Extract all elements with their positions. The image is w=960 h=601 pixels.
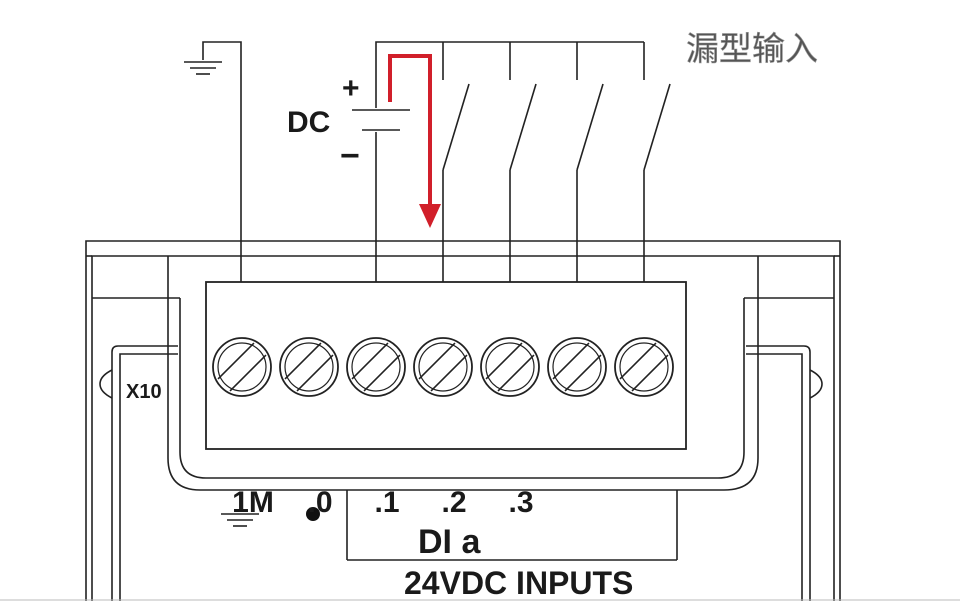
ground-symbol-top-icon [184, 41, 242, 282]
screw-terminal-t5-icon [547, 337, 607, 397]
terminal-label-t3: .2 [441, 486, 466, 519]
module-housing [85, 240, 841, 601]
terminal-labels: 1M .0 .1 .2 .3 [232, 486, 533, 519]
switch-input-1-icon [509, 42, 537, 282]
dc-plus-sign: + [342, 72, 360, 105]
terminal-label-t2: .1 [374, 486, 399, 519]
wire-common-bus [375, 41, 644, 108]
screw-terminal-t3-icon [413, 337, 473, 397]
terminal-label-t0: 1M [232, 486, 274, 519]
screw-terminals [212, 337, 674, 397]
terminal-label-t4: .3 [508, 486, 533, 519]
dc-minus-sign: − [340, 137, 360, 175]
switch-input-2-icon [576, 42, 604, 282]
diagram-caption: 漏型输入 [686, 29, 818, 68]
module-inputs-label: 24VDC INPUTS [404, 565, 633, 601]
wiring [375, 41, 671, 282]
screw-terminal-t6-icon [614, 337, 674, 397]
current-flow-arrow-icon [388, 54, 441, 228]
screw-terminal-t2-icon [346, 337, 406, 397]
switch-input-3-icon [643, 42, 671, 282]
ground-symbol-bottom-icon [221, 493, 259, 527]
dc-supply-symbol-icon [352, 109, 410, 131]
dc-label: DC [287, 106, 330, 139]
module-group-label: DI a [418, 523, 481, 561]
screw-terminal-t1-icon [279, 337, 339, 397]
connector-id-label: X10 [126, 381, 162, 403]
switch-input-0-icon [442, 42, 470, 282]
status-dot-icon [306, 507, 320, 521]
screw-terminal-t0-icon [212, 337, 272, 397]
screw-terminal-t4-icon [480, 337, 540, 397]
terminal-label-t1: .0 [307, 486, 332, 519]
